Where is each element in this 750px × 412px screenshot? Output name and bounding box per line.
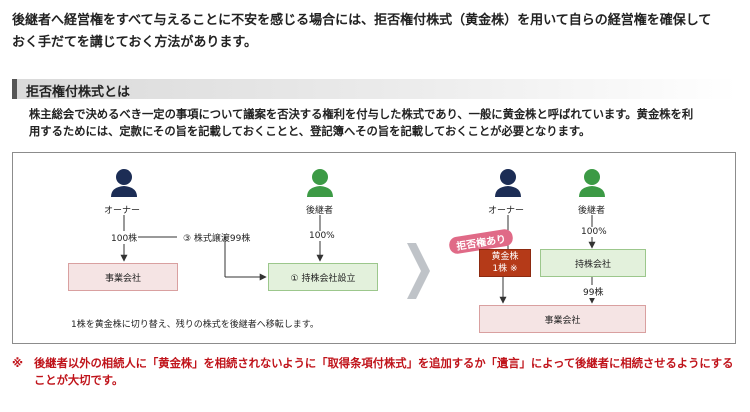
definition-line-1: 株主総会で決めるべき一定の事項について議案を否決する権利を付与した株式であり、一… <box>29 108 694 121</box>
structure-diagram: オーナー 後継者 100株 100% ③ 株式譲渡99株 事業会社 ① 持株会社… <box>12 152 736 344</box>
after-successor-label: 後継者 <box>578 206 606 216</box>
owner-person-icon <box>111 169 137 197</box>
successor-pct-label: 100% <box>308 231 336 241</box>
definition-text: 株主総会で決めるべき一定の事項について議案を否決する権利を付与した株式であり、一… <box>29 106 741 140</box>
note-mark: ※ <box>12 357 23 370</box>
golden-share-label: 黄金株 <box>491 252 519 262</box>
after-owner-person-icon <box>495 169 521 197</box>
note-body: 後継者以外の相続人に「黄金株」を相続されないように「取得条項付株式」を追加するか… <box>34 357 734 387</box>
section-header-bar <box>12 79 17 99</box>
successor-label: 後継者 <box>306 206 334 216</box>
after-successor-pct-label: 100% <box>580 227 608 237</box>
intro-line-1: 後継者へ経営権をすべて与えることに不安を感じる場合には、拒否権付株式（黄金株）を… <box>12 13 712 28</box>
transfer-label: ③ 株式譲渡99株 <box>183 234 251 244</box>
definition-line-2: 用するためには、定款にその旨を記載しておくことと、登記簿へその旨を記載しておくこ… <box>29 125 591 138</box>
successor-person-icon <box>307 169 333 197</box>
chevron-right-icon <box>407 243 430 299</box>
after-successor-person-icon <box>579 169 605 197</box>
owner-label: オーナー <box>104 206 141 216</box>
section-title: 拒否権付株式とは <box>26 85 131 100</box>
golden-share-count: 1株 ※ <box>492 264 518 274</box>
holding-shares-label: 99株 <box>582 285 605 298</box>
holding-company-box: ① 持株会社設立 <box>268 263 378 291</box>
owner-shares-label: 100株 <box>110 231 139 244</box>
intro-line-2: おく手だてを講じておく方法があります。 <box>12 35 258 50</box>
diagram-caption: 1株を黄金株に切り替え、残りの株式を後継者へ移転します。 <box>71 320 319 330</box>
operating-company-box: 事業会社 <box>68 263 178 291</box>
after-owner-label: オーナー <box>488 206 525 216</box>
intro-text: 後継者へ経営権をすべて与えることに不安を感じる場合には、拒否権付株式（黄金株）を… <box>12 10 738 54</box>
section-header: 拒否権付株式とは <box>12 79 738 100</box>
after-holding-company-box: 持株会社 <box>540 249 646 277</box>
golden-share-box: 黄金株 1株 ※ <box>479 249 531 277</box>
after-operating-company-box: 事業会社 <box>479 305 646 333</box>
